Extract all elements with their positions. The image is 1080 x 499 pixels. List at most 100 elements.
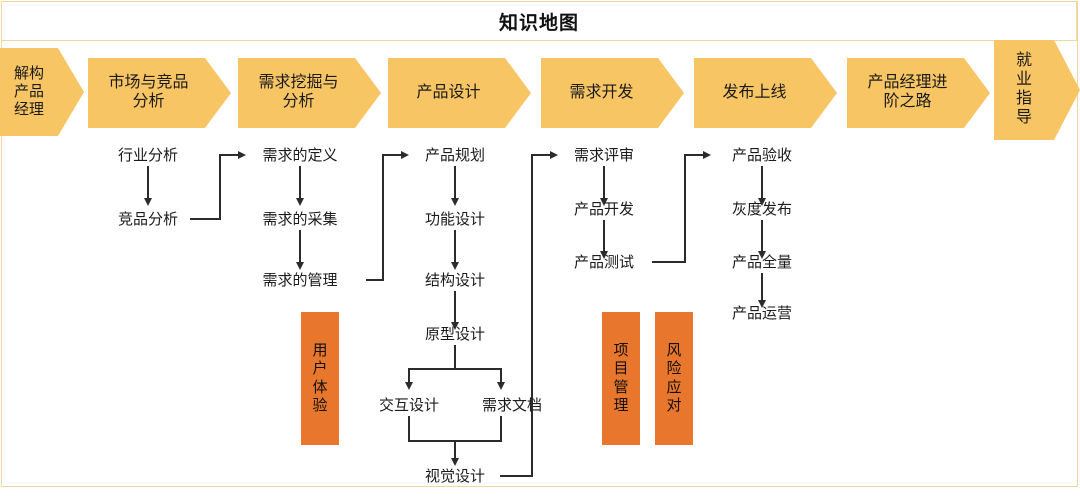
stage-label-line: 指	[1015, 90, 1032, 107]
arrowhead-right-icon	[238, 150, 246, 159]
node-gray-release: 灰度发布	[731, 201, 793, 218]
connector-interaction-merge-v	[408, 416, 410, 441]
connector-management-to-planning-h	[366, 279, 384, 281]
node-product-full-volume: 产品全量	[731, 254, 793, 271]
connector-competitor-to-definition-h2	[219, 154, 239, 156]
arrowhead-right-icon	[401, 150, 409, 159]
arrowhead-down-icon	[450, 262, 459, 270]
stage-label-line: 需求开发	[569, 83, 634, 101]
stage-label-line: 解构	[13, 65, 44, 83]
node-interaction-design: 交互设计	[378, 397, 440, 414]
arrowhead-down-icon	[757, 198, 766, 206]
box-char: 应	[666, 378, 682, 396]
connector-testing-to-acceptance-h2	[684, 154, 704, 156]
stage-requirement-development[interactable]: 需求开发	[541, 58, 684, 128]
connector-collection-to-management	[299, 230, 301, 264]
node-requirement-review: 需求评审	[573, 147, 635, 164]
connector-structure-to-prototype	[454, 291, 456, 324]
arrowhead-down-icon	[599, 198, 608, 206]
stage-market-competitor-analysis[interactable]: 市场与竞品 分析	[88, 58, 231, 128]
connector-management-to-planning-v	[382, 154, 384, 281]
arrowhead-right-icon	[550, 150, 558, 159]
stage-deconstruct-pm[interactable]: 解构 产品 经理	[0, 48, 84, 136]
node-structure-design: 结构设计	[424, 272, 486, 289]
stage-label-line: 阶之路	[883, 93, 932, 110]
connector-function-to-structure	[454, 230, 456, 264]
node-visual-design: 视觉设计	[424, 468, 486, 485]
connector-document-merge-v	[500, 416, 502, 441]
frame-bottom-border	[1, 486, 1077, 487]
box-user-experience[interactable]: 用 户 体 验	[301, 312, 339, 445]
node-requirement-management: 需求的管理	[262, 272, 338, 289]
connector-review-to-development	[603, 166, 605, 200]
arrowhead-down-icon	[496, 382, 505, 390]
connector-prototype-split-bar	[408, 368, 502, 370]
connector-gray-to-full-volume	[761, 220, 763, 253]
connector-industry-to-competitor	[147, 166, 149, 200]
arrowhead-down-icon	[450, 322, 459, 330]
stage-requirement-mining-analysis[interactable]: 需求挖掘与 分析	[238, 58, 381, 128]
stage-label-line: 导	[1015, 108, 1032, 126]
connector-testing-to-acceptance-h	[652, 261, 686, 263]
box-char: 对	[666, 396, 682, 414]
node-prototype-design: 原型设计	[424, 326, 486, 343]
arrowhead-down-icon	[757, 251, 766, 259]
node-product-operation: 产品运营	[731, 305, 793, 322]
box-char: 验	[312, 396, 328, 414]
node-competitor-analysis: 竞品分析	[117, 211, 179, 228]
connector-merge-to-visual	[454, 440, 456, 460]
connector-development-to-testing	[603, 220, 605, 253]
box-char: 风	[666, 341, 682, 359]
stage-label-line: 产品经理进	[867, 74, 948, 92]
connector-competitor-to-definition-v	[219, 154, 221, 220]
box-char: 户	[312, 360, 328, 378]
connector-prototype-split-stem	[454, 345, 456, 369]
stage-label-line: 需求挖掘与	[258, 74, 339, 92]
box-char: 理	[613, 396, 629, 414]
stage-product-design[interactable]: 产品设计	[388, 58, 531, 128]
node-product-development: 产品开发	[573, 201, 635, 218]
page-title: 知识地图	[498, 12, 579, 34]
box-char: 险	[666, 360, 682, 378]
frame-left-border	[1, 1, 2, 487]
node-product-testing: 产品测试	[573, 254, 635, 271]
box-char: 用	[312, 341, 328, 359]
connector-testing-to-acceptance-v	[684, 154, 686, 263]
connector-acceptance-to-gray	[761, 166, 763, 200]
box-char: 体	[312, 378, 328, 396]
connector-prototype-to-interaction	[408, 368, 410, 384]
arrowhead-down-icon	[450, 198, 459, 206]
box-char: 项	[613, 341, 629, 359]
connector-full-volume-to-operation	[761, 273, 763, 302]
arrowhead-down-icon	[404, 382, 413, 390]
stage-label-line: 分析	[282, 93, 315, 110]
stage-label-line: 产品	[13, 83, 44, 101]
stage-label-line: 分析	[132, 93, 165, 110]
node-requirement-collection: 需求的采集	[262, 211, 338, 228]
box-char: 管	[613, 378, 629, 396]
arrowhead-down-icon	[295, 198, 304, 206]
node-industry-analysis: 行业分析	[117, 147, 179, 164]
box-char: 目	[613, 360, 629, 378]
node-product-planning: 产品规划	[424, 147, 486, 164]
node-function-design: 功能设计	[424, 211, 486, 228]
node-product-acceptance: 产品验收	[731, 147, 793, 164]
arrowhead-right-icon	[703, 150, 711, 159]
box-project-management[interactable]: 项 目 管 理	[602, 312, 640, 445]
stage-release-launch[interactable]: 发布上线	[694, 58, 837, 128]
node-requirement-definition: 需求的定义	[262, 147, 338, 164]
connector-visual-to-review-h	[500, 475, 533, 477]
box-risk-response[interactable]: 风 险 应 对	[655, 312, 693, 445]
connector-definition-to-collection	[299, 166, 301, 200]
node-requirement-document: 需求文档	[481, 397, 543, 414]
arrowhead-down-icon	[450, 458, 459, 466]
arrowhead-down-icon	[295, 262, 304, 270]
stage-label-line: 经理	[13, 100, 44, 118]
stage-career-guidance[interactable]: 就 业 指 导	[994, 40, 1080, 140]
stage-pm-advanced-path[interactable]: 产品经理进 阶之路	[847, 58, 990, 128]
connector-visual-to-review-v	[531, 154, 533, 477]
arrowhead-down-icon	[143, 198, 152, 206]
connector-planning-to-function	[454, 166, 456, 200]
arrowhead-down-icon	[757, 300, 766, 308]
